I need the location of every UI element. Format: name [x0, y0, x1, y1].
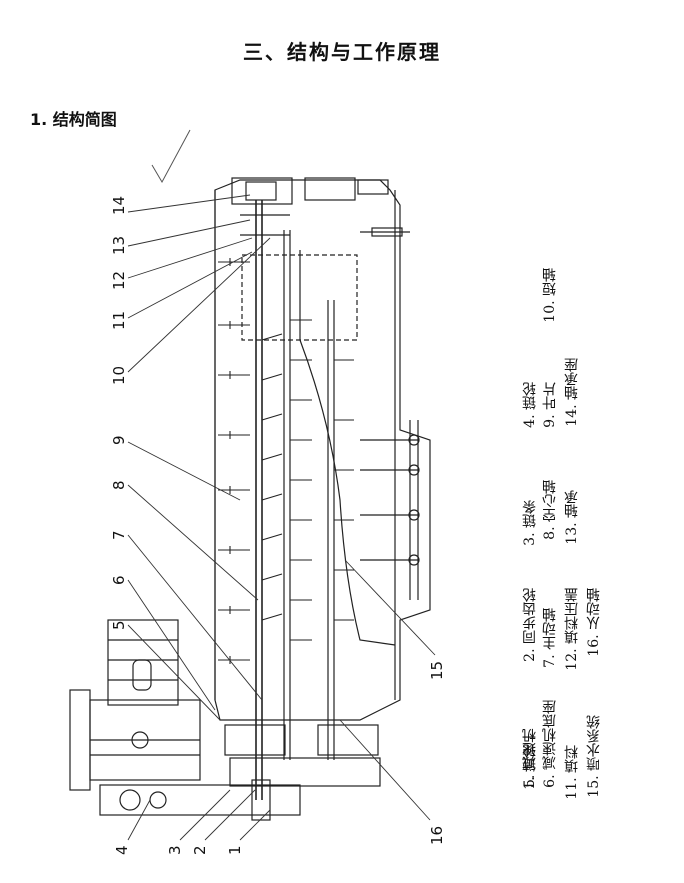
callout-15: 15 — [428, 661, 446, 680]
housing-outline — [214, 179, 431, 721]
callout-3: 3 — [166, 845, 184, 855]
callout-1: 1 — [226, 845, 244, 855]
legend-row-2d: 16. 从动轴 — [584, 588, 604, 657]
blades-middle — [261, 319, 354, 641]
legend-item: 1. 链轮一 — [522, 730, 538, 790]
legend-row-3: 3. 链条 — [520, 500, 540, 546]
legend-item: 3. 链条 — [522, 500, 538, 546]
legend-item: 11. 填料 — [564, 745, 580, 800]
legend-row-4c: 14. 轴承座 — [562, 358, 582, 427]
legend-item: 7. 主动轴 — [542, 608, 558, 668]
legend-row-1b: 6. 减速机底座 — [540, 700, 560, 788]
callout-14: 14 — [110, 196, 128, 215]
legend-row-2c: 12. 填料压盖 — [562, 588, 582, 671]
callout-13: 13 — [110, 236, 128, 255]
spray-system — [360, 420, 420, 600]
leader-lines — [127, 194, 436, 841]
callout-2: 2 — [191, 845, 209, 855]
legend-item: 16. 从动轴 — [586, 588, 602, 657]
legend-item: 12. 填料压盖 — [564, 588, 580, 671]
legend-row-4: 4. 链轮 — [520, 382, 540, 428]
legend-item: 8. 空心轴 — [542, 480, 558, 540]
legend-item: 15. 喷水系统 — [586, 715, 602, 798]
legend-row-2b: 7. 主动轴 — [540, 608, 560, 668]
legend-row-1c: 11. 填料 — [562, 745, 582, 800]
legend-row-3c: 13. 轴承 — [562, 490, 582, 545]
subsection-title: 1. 结构简图 — [30, 110, 117, 129]
callout-5: 5 — [110, 620, 128, 630]
legend-row-4b: 9. 叶片 — [540, 382, 560, 428]
legend-row-1d: 15. 喷水系统 — [584, 715, 604, 798]
legend-row-1: 1. 链轮一 — [520, 730, 540, 790]
callout-9: 9 — [110, 435, 128, 445]
legend-row-2: 2. 同步齿轮 — [520, 588, 540, 662]
blades-left — [218, 258, 250, 664]
reducer-motor — [69, 619, 201, 791]
legend-item: 14. 轴承座 — [564, 358, 580, 427]
callout-4: 4 — [113, 845, 131, 855]
callout-11: 11 — [110, 311, 128, 330]
legend-item: 4. 链轮 — [522, 382, 538, 428]
section-title: 三、结构与工作原理 — [243, 40, 441, 64]
legend-row-3b: 8. 空心轴 — [540, 480, 560, 540]
callout-6: 6 — [110, 575, 128, 585]
legend-item: 13. 轴承 — [564, 490, 580, 545]
callout-8: 8 — [110, 480, 128, 490]
legend-item: 2. 同步齿轮 — [522, 588, 538, 662]
legend-item: 10. 短轴 — [542, 268, 558, 323]
legend-column-5-b: 10. 短轴 — [540, 268, 560, 323]
legend-item: 6. 减速机底座 — [542, 700, 558, 788]
callout-12: 12 — [110, 271, 128, 290]
callout-10: 10 — [110, 366, 128, 385]
check-mark-icon — [151, 129, 191, 184]
legend-item: 9. 叶片 — [542, 382, 558, 428]
callout-16: 16 — [428, 826, 446, 845]
callout-7: 7 — [110, 530, 128, 540]
